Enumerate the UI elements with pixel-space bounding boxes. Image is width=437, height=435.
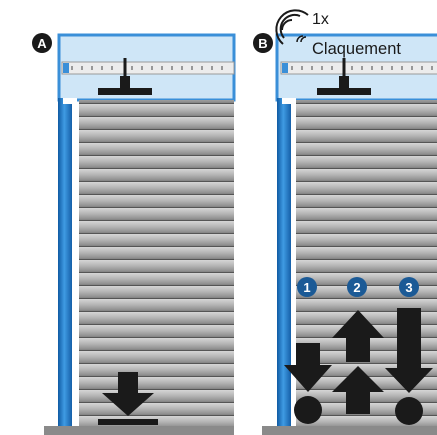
step-badge-2-label: 2	[353, 280, 360, 295]
step-badge-3-label: 3	[405, 280, 412, 295]
step-badge-1-label: 1	[303, 280, 310, 295]
step-3-ball	[395, 397, 423, 425]
t-bracket	[317, 76, 371, 95]
step-badge-1	[297, 277, 317, 297]
floor	[44, 426, 234, 435]
panel-b: 1x Claquement 1 2 3 B	[253, 9, 437, 435]
badge-a-label: A	[37, 36, 47, 51]
rail-cap	[63, 98, 77, 104]
step-2-up-arrow-top	[332, 310, 384, 362]
t-bracket	[98, 76, 152, 95]
panel-a: A	[32, 33, 236, 435]
sensor-strip	[280, 61, 437, 75]
step-2-up-arrow-bottom	[332, 366, 384, 414]
click-count: 1x	[312, 11, 329, 28]
sensor-end	[282, 63, 288, 73]
step-1-down-arrow	[284, 343, 332, 392]
down-arrow	[102, 372, 154, 416]
sensor-ticks	[291, 66, 433, 70]
sensor-ticks	[71, 66, 223, 70]
rail-cap	[282, 98, 296, 104]
step-1-ball	[294, 396, 322, 424]
guide-rail	[277, 98, 291, 428]
shutter-curtain	[79, 100, 234, 428]
step-badge-3	[399, 277, 419, 297]
step-badge-2	[347, 277, 367, 297]
sensor-end	[63, 63, 69, 73]
step-3-down-arrow	[385, 308, 433, 393]
guide-rail	[58, 98, 72, 428]
floor	[262, 426, 437, 435]
badge-a	[32, 33, 52, 53]
stop-bar	[98, 419, 158, 425]
sound-waves-icon	[275, 9, 309, 45]
sensor-strip	[61, 61, 235, 75]
click-label: Claquement	[312, 40, 401, 58]
badge-b	[253, 33, 273, 53]
badge-b-label: B	[258, 36, 267, 51]
